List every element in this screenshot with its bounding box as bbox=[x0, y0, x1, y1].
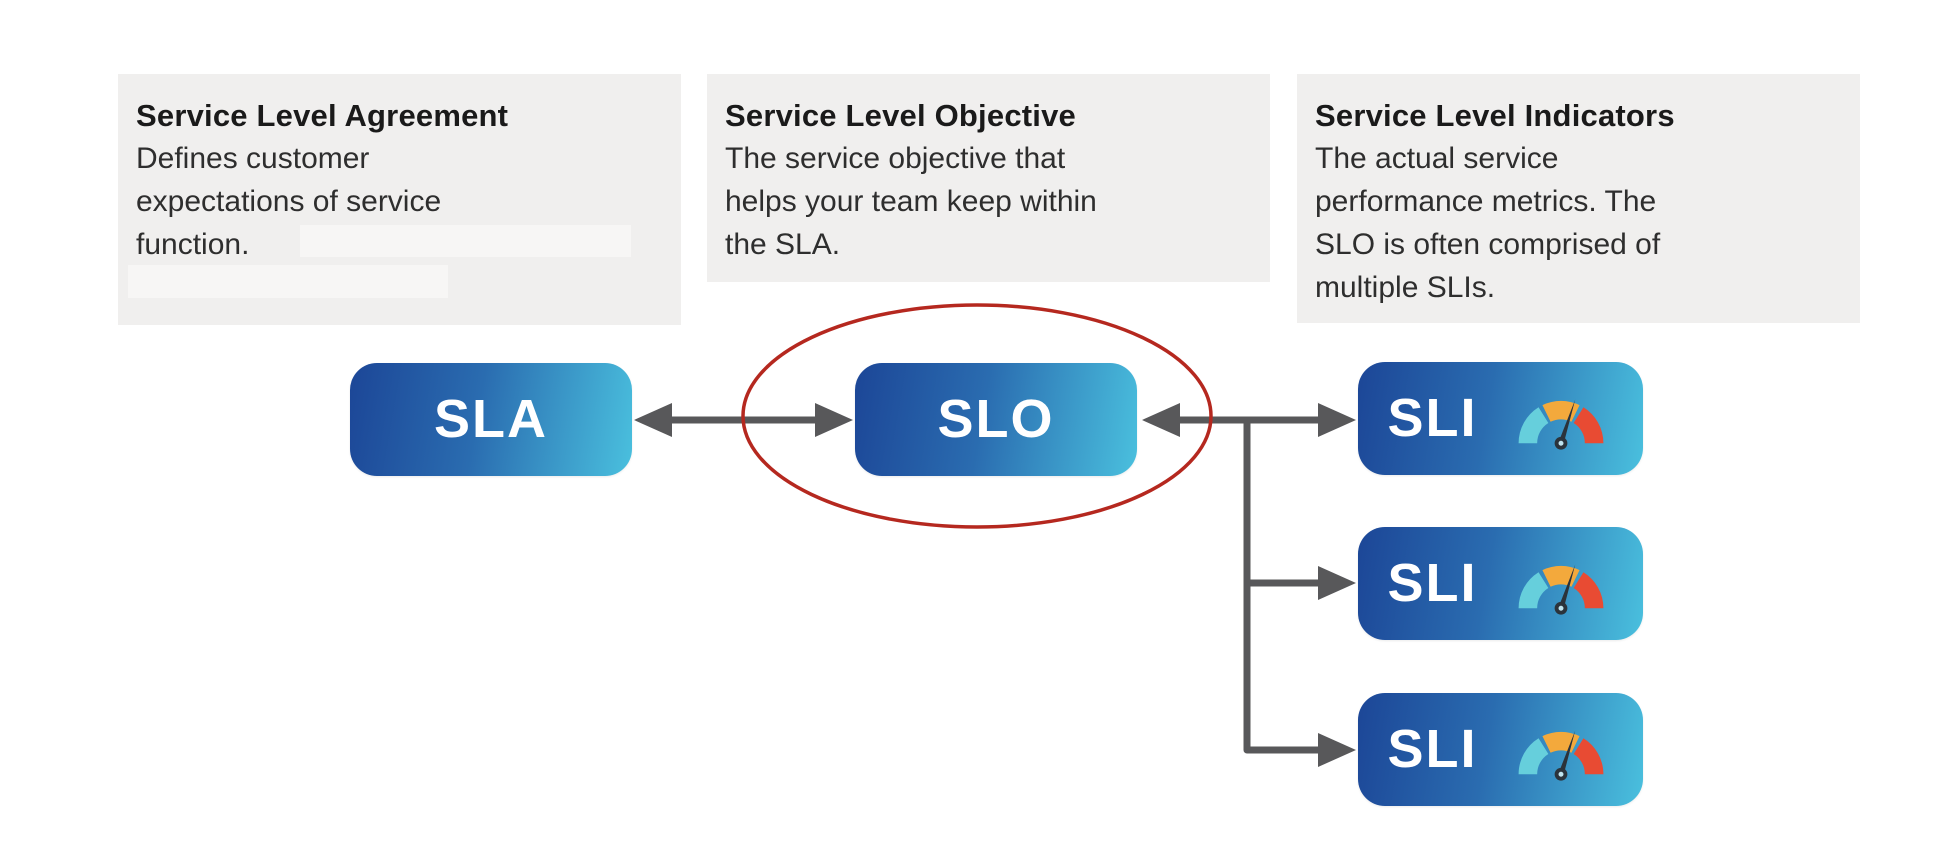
card-text-line: helps your team keep within bbox=[725, 185, 1097, 218]
node-sli-label: SLI bbox=[1387, 552, 1478, 613]
card-text-line: Defines customer bbox=[136, 142, 370, 175]
info-card-sli: Service Level Indicators The actual serv… bbox=[1297, 74, 1860, 323]
gauge-meter-icon bbox=[1518, 730, 1603, 781]
node-slo-label: SLO bbox=[937, 388, 1055, 449]
card-text-line: function. bbox=[136, 228, 250, 261]
card-text-line: performance metrics. The bbox=[1315, 185, 1657, 218]
node-slo: SLO bbox=[855, 363, 1137, 476]
card-title-slo: Service Level Objective bbox=[725, 98, 1076, 133]
gauge-meter-icon bbox=[1518, 564, 1603, 615]
card-text-line: The actual service bbox=[1315, 142, 1559, 175]
node-sla: SLA bbox=[350, 363, 632, 476]
info-card-slo: Service Level Objective The service obje… bbox=[707, 74, 1270, 282]
card-text-line: the SLA. bbox=[725, 228, 841, 261]
info-card-sla: Service Level Agreement Defines customer… bbox=[118, 74, 681, 325]
redacted-text-bar bbox=[128, 265, 448, 298]
branching-arrow-slo-sli bbox=[1176, 416, 1322, 754]
node-sli-2: SLI bbox=[1358, 527, 1643, 640]
gauge-meter-icon bbox=[1518, 399, 1603, 450]
card-text-line: SLO is often comprised of bbox=[1315, 228, 1661, 261]
node-sli-3: SLI bbox=[1358, 693, 1643, 806]
card-text-line: multiple SLIs. bbox=[1315, 271, 1496, 304]
node-sla-label: SLA bbox=[434, 388, 548, 449]
card-title-sli: Service Level Indicators bbox=[1315, 98, 1675, 133]
arrowheads bbox=[1142, 403, 1356, 767]
card-text-line: The service objective that bbox=[725, 142, 1066, 175]
double-arrow-sla-slo bbox=[634, 403, 853, 437]
node-sli-label: SLI bbox=[1387, 718, 1478, 779]
redacted-text-bar bbox=[300, 225, 631, 257]
card-title-sla: Service Level Agreement bbox=[136, 98, 509, 133]
node-sli-1: SLI bbox=[1358, 362, 1643, 475]
node-sli-label: SLI bbox=[1387, 387, 1478, 448]
card-text-line: expectations of service bbox=[136, 185, 442, 218]
